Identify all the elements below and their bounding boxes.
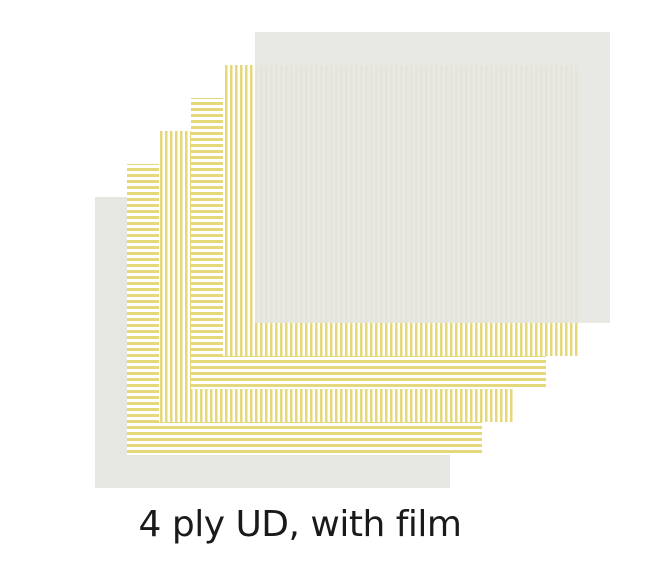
layers-group: [95, 32, 610, 488]
film-layer-top: [255, 32, 610, 323]
diagram-caption: 4 ply UD, with film: [138, 504, 462, 545]
